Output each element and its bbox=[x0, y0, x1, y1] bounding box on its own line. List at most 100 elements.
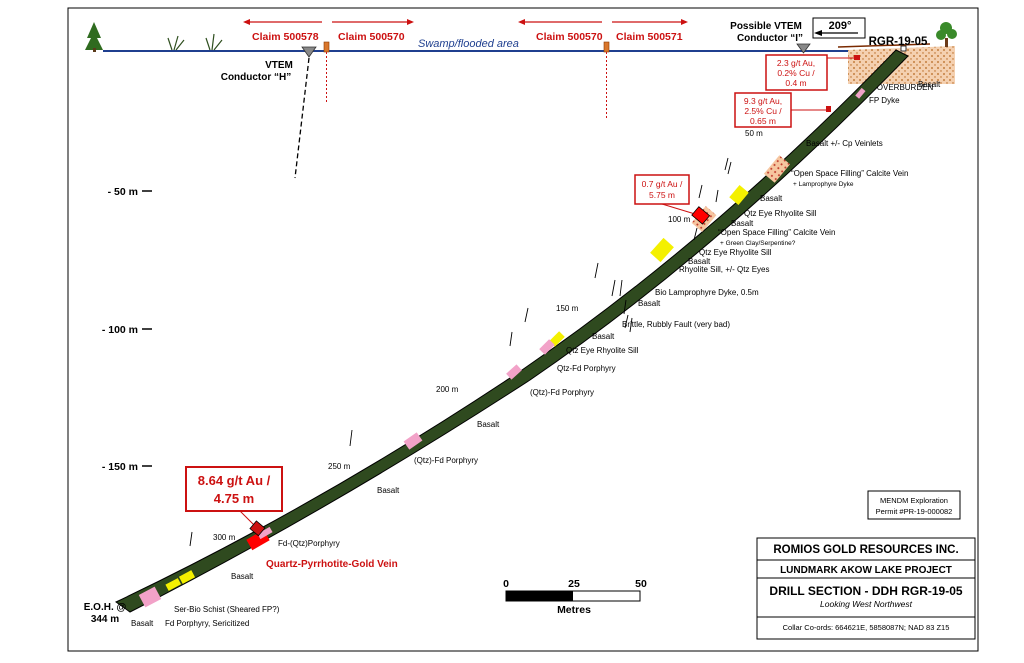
geo-basalt-5: Basalt bbox=[638, 299, 661, 308]
geo-basalt-3: Basalt bbox=[731, 219, 754, 228]
assay-2-line-2: 2.5% Cu / bbox=[744, 106, 782, 116]
assay-box-4: 8.64 g/t Au / 4.75 m bbox=[185, 466, 283, 537]
interval-qtz-fd-porphyry-3 bbox=[403, 432, 423, 450]
page-frame bbox=[67, 7, 979, 652]
eoh-label-2: 344 m bbox=[91, 614, 119, 625]
geology-labels: Basalt FP Dyke Basalt +/- Cp Veinlets “O… bbox=[131, 80, 941, 628]
claim-label-4: Claim 500571 bbox=[616, 31, 683, 43]
geo-basalt-7: Basalt bbox=[477, 420, 500, 429]
structure-marks bbox=[189, 157, 732, 547]
lithology-intervals bbox=[138, 87, 866, 608]
geo-brittle-fault: Brittle, Rubbly Fault (very bad) bbox=[622, 320, 730, 329]
claim-label-1: Claim 500578 bbox=[252, 31, 319, 43]
geo-basalt-cp: Basalt +/- Cp Veinlets bbox=[806, 139, 883, 148]
title-block: ROMIOS GOLD RESOURCES INC. LUNDMARK AKOW… bbox=[756, 537, 976, 640]
section-title: DRILL SECTION - DDH RGR-19-05 bbox=[769, 584, 962, 598]
assay-box-1: 2.3 g/t Au, 0.2% Cu / 0.4 m bbox=[765, 54, 860, 91]
geo-qtz-eye-2: Qtz Eye Rhyolite Sill bbox=[699, 248, 772, 257]
interval-qtz-fd-porphyry-2 bbox=[506, 364, 522, 380]
claim-label-2: Claim 500570 bbox=[338, 31, 405, 43]
scale-bar: 0 25 50 Metres bbox=[503, 578, 647, 616]
interval-qtz-eye-sill-1 bbox=[729, 185, 749, 205]
eoh-label-1: E.O.H. @ bbox=[84, 602, 127, 613]
vtem-i-label-2: Conductor “I” bbox=[737, 33, 803, 44]
geo-calcite-2b: + Green Clay/Serpentine? bbox=[720, 240, 796, 247]
interval-qtz-eye-sill-2 bbox=[549, 331, 565, 347]
hole-id-label: RGR-19-05 bbox=[869, 36, 928, 48]
geo-qtz-fd-paren-1: (Qtz)-Fd Porphyry bbox=[530, 388, 594, 397]
company-name: ROMIOS GOLD RESOURCES INC. bbox=[773, 544, 958, 556]
permit-line-1: MENDM Exploration bbox=[880, 496, 948, 505]
interval-rhyolite-sill bbox=[650, 237, 674, 263]
claim-label-3: Claim 500570 bbox=[536, 31, 603, 43]
vtem-h-label-1: VTEM bbox=[265, 60, 293, 71]
scale-tick-25: 25 bbox=[568, 578, 580, 590]
geo-basalt-10: Basalt bbox=[131, 619, 154, 628]
scale-tick-0: 0 bbox=[503, 578, 509, 590]
depth-label-100: - 100 m bbox=[102, 324, 138, 336]
scale-unit: Metres bbox=[557, 604, 591, 616]
geo-basalt-8: Basalt bbox=[377, 486, 400, 495]
azimuth-indicator bbox=[812, 17, 866, 39]
tree-icon-right bbox=[936, 22, 957, 47]
claim-boundaries bbox=[243, 19, 688, 120]
permit-line-2: Permit #PR-19-000082 bbox=[876, 507, 953, 516]
drill-hole bbox=[115, 49, 909, 613]
assay-box-2: 9.3 g/t Au, 2.5% Cu / 0.65 m bbox=[734, 92, 831, 128]
scale-tick-50: 50 bbox=[635, 578, 647, 590]
assay-box-3: 0.7 g/t Au / 5.75 m bbox=[634, 174, 711, 225]
geo-fd-sericitized: Fd Porphyry, Sericitized bbox=[165, 619, 249, 628]
depth-label-150: - 150 m bbox=[102, 461, 138, 473]
interval-fd-porphyry-lower bbox=[257, 526, 273, 540]
geo-fp-dyke: FP Dyke bbox=[869, 96, 900, 105]
hole-metre-100: 100 m bbox=[668, 215, 691, 224]
assay-1-line-3: 0.4 m bbox=[785, 78, 806, 88]
assay-3-line-1: 0.7 g/t Au / bbox=[642, 179, 683, 189]
vtem-conductor-i bbox=[796, 43, 811, 54]
geo-basalt-1: Basalt bbox=[918, 80, 941, 89]
interval-ser-bio-schist bbox=[178, 570, 196, 584]
geo-rhyolite-sill: Rhyolite Sill, +/- Qtz Eyes bbox=[679, 265, 769, 274]
geo-calcite-1a: “Open Space Filling” Calcite Vein bbox=[791, 169, 908, 178]
permit-box: MENDM Exploration Permit #PR-19-000082 bbox=[867, 490, 961, 520]
assay-4-line-2: 4.75 m bbox=[214, 491, 254, 506]
vtem-h-label-2: Conductor “H” bbox=[221, 72, 292, 83]
geo-basalt-9: Basalt bbox=[231, 572, 254, 581]
geo-fd-qtz: Fd-(Qtz)Porphyry bbox=[278, 539, 340, 548]
hole-metre-50: 50 m bbox=[745, 129, 763, 138]
grass-icon bbox=[167, 33, 223, 51]
collar-coords: Collar Co-ords: 664621E, 5858087N; NAD 8… bbox=[783, 623, 950, 632]
geo-qtz-fd: Qtz-Fd Porphyry bbox=[557, 364, 616, 373]
assay-1-line-2: 0.2% Cu / bbox=[777, 68, 815, 78]
geo-basalt-4: Basalt bbox=[688, 257, 711, 266]
interval-fd-sericitized bbox=[138, 586, 162, 608]
assay-3-line-2: 5.75 m bbox=[649, 190, 675, 200]
interval-fp-dyke bbox=[855, 87, 866, 99]
vtem-i-label-1: Possible VTEM bbox=[730, 21, 802, 32]
swamp-label: Swamp/flooded area bbox=[418, 38, 519, 50]
collar-marker bbox=[900, 45, 907, 52]
interval-qtz-fd-porphyry bbox=[539, 339, 555, 355]
ground-surface bbox=[103, 43, 931, 52]
assay-4-line-1: 8.64 g/t Au / bbox=[198, 473, 271, 488]
geo-qtz-eye-3: Qtz Eye Rhyolite Sill bbox=[566, 346, 639, 355]
depth-scale: - 50 m - 100 m - 150 m bbox=[102, 186, 152, 473]
geo-gold-vein: Quartz-Pyrrhotite-Gold Vein bbox=[266, 559, 398, 570]
overburden-label: OVERBURDEN bbox=[877, 83, 934, 92]
assay-2-line-3: 0.65 m bbox=[750, 116, 776, 126]
azimuth-label: 209° bbox=[829, 20, 852, 32]
geo-calcite-1b: + Lamprophyre Dyke bbox=[793, 181, 854, 188]
hole-metre-150: 150 m bbox=[556, 304, 579, 313]
drill-hole-trace bbox=[115, 49, 909, 613]
vtem-conductor-h bbox=[294, 46, 317, 179]
hole-metre-300: 300 m bbox=[213, 533, 236, 542]
interval-calcite-1 bbox=[763, 155, 791, 183]
geo-ser-bio: Ser-Bio Schist (Sheared FP?) bbox=[174, 605, 280, 614]
geo-calcite-2a: “Open Space Filling” Calcite Vein bbox=[718, 228, 835, 237]
geo-basalt-2: Basalt bbox=[760, 194, 783, 203]
assay-2-line-1: 9.3 g/t Au, bbox=[744, 96, 782, 106]
hole-metre-marks: 50 m 100 m 150 m 200 m 250 m 300 m bbox=[213, 129, 763, 542]
geo-basalt-6: Basalt bbox=[592, 332, 615, 341]
looking-direction: Looking West Northwest bbox=[820, 599, 913, 609]
